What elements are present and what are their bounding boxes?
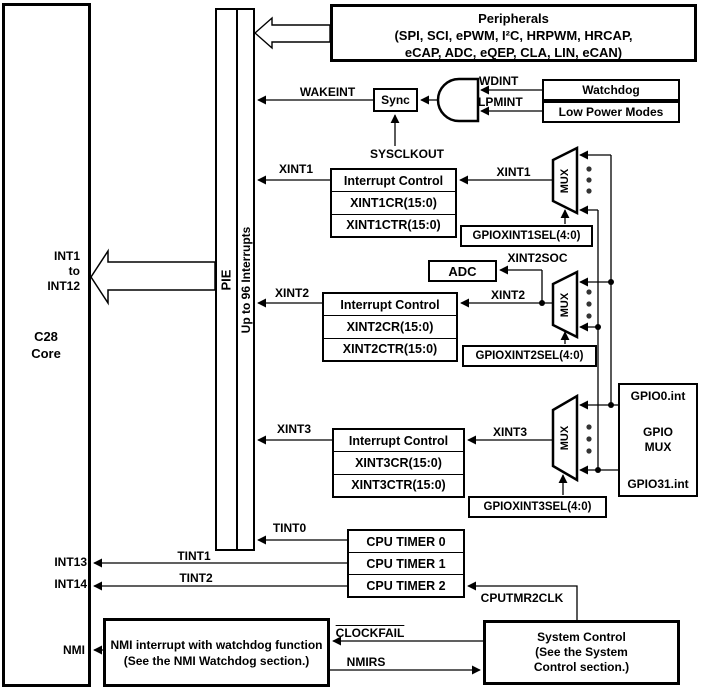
cpu-timer2-label: CPU TIMER 2 [349, 574, 463, 596]
tint0-label: TINT0 [272, 521, 307, 535]
gpio31-int-label: GPIO31.int [627, 477, 689, 491]
cpu-timers-box: CPU TIMER 0 CPU TIMER 1 CPU TIMER 2 [347, 529, 465, 598]
system-control-line1: System Control [537, 630, 626, 644]
nmi-watchdog-box: NMI interrupt with watchdog function (Se… [103, 618, 330, 687]
tint1-label: TINT1 [177, 549, 211, 563]
gpio-mux-box: GPIO0.int GPIO MUX GPIO31.int [618, 383, 698, 497]
c28-label-line1: C28 [34, 329, 58, 344]
xint1-mux-signal-label: XINT1 [496, 165, 531, 179]
xint1-mux-label: MUX [559, 168, 571, 194]
pie-capacity-label: Up to 96 Interrupts [239, 226, 253, 334]
peripherals-to-pie-arrow [253, 16, 331, 50]
watchdog-label: Watchdog [582, 83, 640, 97]
wakeint-label: WAKEINT [299, 85, 356, 99]
xint1-mux-shape [551, 145, 579, 216]
xint1-ctr: XINT1CTR(15:0) [332, 213, 455, 236]
int12-label: INT12 [47, 279, 80, 293]
cputmr2clk-wire [467, 581, 578, 620]
xint2-cr: XINT2CR(15:0) [324, 315, 456, 337]
xint1-interrupt-control-box: Interrupt Control XINT1CR(15:0) XINT1CTR… [330, 168, 457, 238]
xint3-ctr: XINT3CTR(15:0) [334, 473, 463, 496]
gpioxint2sel-label: GPIOXINT2SEL(4:0) [475, 350, 584, 362]
xint3-cr: XINT3CR(15:0) [334, 451, 463, 473]
gpio-mux-title-line1: GPIO [642, 425, 673, 439]
c28-label-line2: Core [31, 346, 61, 361]
xint1-pie-label: XINT1 [278, 162, 313, 176]
sync-box: Sync [373, 88, 418, 112]
gpio-mux-title-line2: MUX [644, 440, 672, 454]
nmirs-label: NMIRS [346, 655, 386, 669]
xint3-ic-title: Interrupt Control [348, 433, 449, 448]
nmi-core-label: NMI [63, 643, 85, 657]
peripherals-list-line2: eCAP, ADC, eQEP, CLA, LIN, eCAN) [404, 45, 623, 60]
xint3-mux-shape [551, 393, 579, 483]
xint2-mux-shape [551, 269, 579, 340]
xint2soc-label: XINT2SOC [507, 251, 568, 265]
junction-dots [539, 279, 614, 473]
xint2-ctr: XINT2CTR(15:0) [324, 337, 456, 360]
pie-to-core-arrow [90, 248, 216, 306]
xint2-pie-label: XINT2 [274, 286, 309, 300]
sync-label: Sync [381, 93, 410, 107]
nmi-box-line2: (See the NMI Watchdog section.) [123, 653, 310, 668]
gpioxint1sel-label: GPIOXINT1SEL(4:0) [472, 230, 581, 242]
xint1-cr: XINT1CR(15:0) [332, 191, 455, 213]
xint2-interrupt-control-box: Interrupt Control XINT2CR(15:0) XINT2CTR… [322, 292, 458, 362]
adc-label: ADC [448, 263, 477, 279]
int13-label: INT13 [54, 555, 87, 569]
lpmint-label: LPMINT [478, 95, 523, 109]
xint2-ic-title: Interrupt Control [340, 297, 440, 312]
pie-box [215, 8, 255, 551]
xint2-mux-label: MUX [559, 292, 571, 318]
pie-divider [236, 10, 238, 549]
system-control-line2: (See the System [535, 645, 628, 659]
clockfail-label: CLOCKFAIL [335, 626, 405, 640]
nmi-box-line1: NMI interrupt with watchdog function [110, 637, 323, 652]
watchdog-box: Watchdog [542, 79, 680, 101]
gpioxint2sel-box: GPIOXINT2SEL(4:0) [462, 345, 597, 367]
xint3-mux-label: MUX [559, 425, 571, 451]
gpioxint3sel-box: GPIOXINT3SEL(4:0) [468, 496, 607, 518]
cpu-timer0-label: CPU TIMER 0 [366, 534, 446, 549]
int1-label: INT1 [53, 249, 80, 263]
gpioxint1sel-box: GPIOXINT1SEL(4:0) [460, 225, 593, 247]
peripherals-title: Peripherals [478, 11, 549, 26]
mux-ellipsis-dots [586, 166, 592, 454]
low-power-modes-box: Low Power Modes [542, 101, 680, 123]
gpioxint3sel-label: GPIOXINT3SEL(4:0) [483, 501, 592, 513]
cpu-timer1-label: CPU TIMER 1 [349, 552, 463, 574]
pie-label: PIE [218, 269, 234, 291]
low-power-modes-label: Low Power Modes [558, 105, 664, 119]
xint3-pie-label: XINT3 [276, 422, 311, 436]
and-gate-icon [436, 77, 480, 123]
xint1-ic-title: Interrupt Control [343, 173, 444, 188]
xint2-mux-signal-label: XINT2 [490, 288, 525, 302]
tint2-label: TINT2 [179, 571, 213, 585]
sysclkout-label: SYSCLKOUT [369, 147, 444, 161]
cputmr2clk-label: CPUTMR2CLK [480, 591, 564, 605]
adc-box: ADC [428, 260, 497, 282]
xint3-interrupt-control-box: Interrupt Control XINT3CR(15:0) XINT3CTR… [332, 428, 465, 498]
wdint-label: WDINT [479, 74, 519, 88]
c28-core-box [2, 3, 91, 687]
gpio0-int-label: GPIO0.int [630, 389, 686, 403]
peripherals-box: Peripherals (SPI, SCI, ePWM, I²C, HRPWM,… [330, 4, 697, 62]
peripherals-list-line1: (SPI, SCI, ePWM, I²C, HRPWM, HRCAP, [394, 28, 633, 43]
int14-label: INT14 [54, 577, 87, 591]
int-to-label: to [68, 264, 80, 278]
system-control-line3: Control section.) [533, 660, 630, 674]
xint3-mux-signal-label: XINT3 [492, 425, 527, 439]
system-control-box: System Control (See the System Control s… [483, 620, 680, 685]
